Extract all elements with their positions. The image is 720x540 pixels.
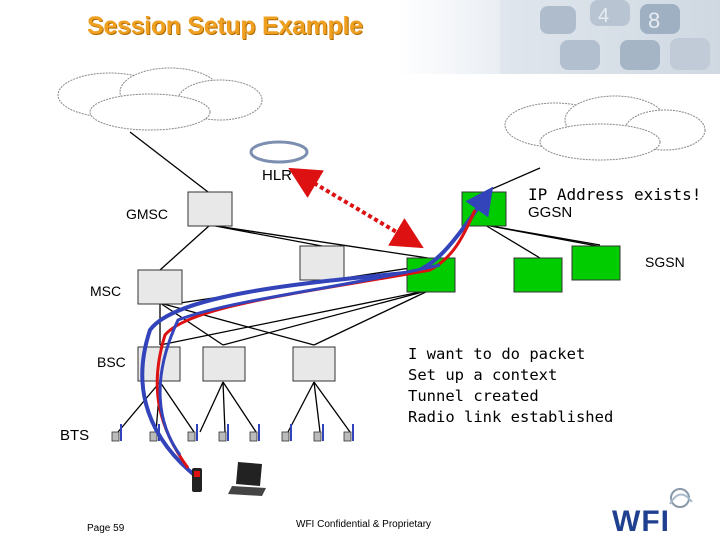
bts-antenna-icons: [111, 424, 354, 442]
hlr-database-icon: [249, 140, 309, 164]
msc-label: MSC: [90, 283, 122, 299]
antenna-icon: [343, 424, 354, 442]
hlr-label: HLR: [262, 167, 293, 184]
svg-text:4: 4: [598, 5, 609, 27]
blue-session-path-2: [158, 263, 441, 456]
sgsn-label: SGSN: [645, 254, 685, 270]
sgsn-node-far-right[interactable]: [571, 245, 621, 281]
antenna-icon: [187, 424, 198, 442]
keypad-photo-decoration: 8 4: [500, 0, 720, 74]
wfi-logo: WFI: [612, 505, 670, 538]
antenna-icon: [313, 424, 324, 442]
hlr-query-arrow: [288, 167, 424, 249]
sgsn-node-left[interactable]: [299, 245, 345, 281]
internet-cloud: [504, 95, 706, 161]
page-number: Page 59: [87, 523, 125, 534]
antenna-icon: [218, 424, 229, 442]
ip-address-note: IP Address exists!: [528, 185, 702, 204]
ggsn-label: GGSN: [528, 204, 573, 221]
sgsn-node-right[interactable]: [513, 257, 563, 293]
bsc-node-3[interactable]: [292, 346, 336, 382]
antenna-icon: [249, 424, 260, 442]
gmsc-label: GMSC: [126, 206, 168, 222]
antenna-icon: [111, 424, 122, 442]
setup-step: Set up a context: [408, 366, 558, 384]
gmsc-node[interactable]: [187, 191, 233, 227]
mobile-phone-icon: [192, 468, 202, 492]
pstn-cloud: [57, 67, 263, 131]
antenna-icon: [281, 424, 292, 442]
svg-text:8: 8: [648, 8, 660, 33]
bsc-node-2[interactable]: [202, 346, 246, 382]
laptop-icon: [228, 462, 266, 496]
bsc-label: BSC: [97, 354, 126, 370]
title-banner: 8 4: [0, 0, 720, 74]
setup-step: Radio link established: [408, 408, 614, 426]
blue-session-path: [140, 186, 494, 480]
setup-step: Tunnel created: [408, 387, 539, 405]
confidential-notice: WFI Confidential & Proprietary: [296, 519, 432, 530]
msc-node[interactable]: [137, 269, 183, 305]
network-links: [117, 131, 609, 433]
bts-label: BTS: [60, 427, 90, 444]
setup-steps: I want to do packet Set up a context Tun…: [408, 344, 613, 428]
slide-title: Session Setup Example: [87, 12, 363, 40]
wfi-logo-swoosh: [669, 488, 693, 508]
setup-step: I want to do packet: [408, 345, 586, 363]
